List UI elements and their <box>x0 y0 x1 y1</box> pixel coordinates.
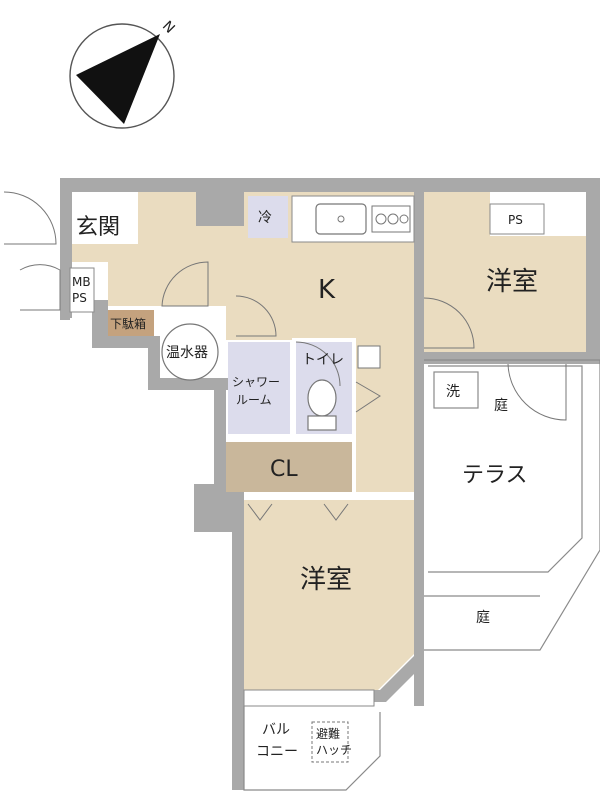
burner-icon <box>387 213 399 225</box>
wall-heater-bottom <box>148 378 228 390</box>
balcony-area <box>243 689 381 791</box>
wall-left-mid <box>214 378 226 490</box>
wall-left-mbps <box>60 240 70 320</box>
water-heater-icon <box>161 323 219 381</box>
compass-north-label: N <box>159 18 178 37</box>
mbps-box <box>69 267 95 313</box>
wall-heater-left <box>148 336 160 388</box>
wall-column-top <box>196 190 244 226</box>
kitchen-floor <box>72 192 414 492</box>
hatch-box <box>311 721 349 763</box>
garden-label-bottom: 庭 <box>476 609 490 626</box>
door-swing-icon <box>19 264 61 311</box>
balcony-rail <box>243 689 375 707</box>
mbps-label-top: MB <box>72 275 91 289</box>
genkan-floor <box>72 192 138 244</box>
door-swing-icon <box>355 381 381 413</box>
kitchen-label: K <box>318 275 336 305</box>
wall-right <box>586 178 600 356</box>
walls <box>60 178 600 790</box>
entrance-hall-floor <box>108 244 148 306</box>
water-heater-label: 温水器 <box>166 345 208 361</box>
ps-box <box>489 203 545 235</box>
terrace-area <box>424 359 600 651</box>
door-swing-icon <box>3 191 57 245</box>
hatch-label-line2: ハッチ <box>316 743 352 757</box>
genkan-label: 玄関 <box>76 215 120 240</box>
stove-icon <box>371 205 411 233</box>
western-room-1-floor <box>244 500 414 690</box>
sink-small-icon <box>357 345 381 369</box>
kitchen-counter <box>291 195 415 243</box>
western-room-2-label: 洋室 <box>486 267 538 297</box>
western-room-1-label: 洋室 <box>300 565 352 595</box>
balcony-label-line1: バル <box>262 722 290 738</box>
mbps-label-bottom: PS <box>72 291 87 305</box>
ps-label: PS <box>508 213 523 227</box>
closet-label: CL <box>270 457 298 482</box>
door-swing-icon <box>161 261 209 307</box>
balcony-label-line2: コニー <box>256 744 298 760</box>
terrace-label: テラス <box>462 463 528 488</box>
shower-label-line2: ルーム <box>236 393 272 407</box>
wall-getabako <box>92 300 108 340</box>
compass-needle-icon <box>76 34 160 124</box>
doors <box>3 191 567 521</box>
door-swing-icon <box>423 297 475 349</box>
door-swing-icon <box>235 295 277 337</box>
hatch-label-line1: 避難 <box>316 726 340 741</box>
getabako-label: 下駄箱 <box>110 316 146 331</box>
closet-floor <box>226 442 352 492</box>
door-swing-icon <box>295 341 341 387</box>
counter <box>291 195 415 243</box>
burner-icon <box>375 213 387 225</box>
garden-outline <box>424 359 600 651</box>
wall-left-lower <box>232 484 244 790</box>
floors <box>72 192 586 690</box>
burner-icon <box>399 214 409 224</box>
wall-getabako-base <box>92 336 150 348</box>
toilet-icon <box>307 379 337 431</box>
wall-right-room-bottom <box>414 352 600 364</box>
fridge-label: 冷 <box>258 210 272 226</box>
washer-box <box>433 371 479 409</box>
shower-floor <box>228 342 290 434</box>
closet-door-icon <box>323 503 349 521</box>
garden-label-top: 庭 <box>494 397 508 414</box>
closet-door-icon <box>247 503 273 521</box>
western-room-2-floor <box>424 192 586 352</box>
fridge-floor <box>248 196 288 238</box>
balcony-outline <box>243 706 381 791</box>
wall-top <box>60 178 590 192</box>
compass: N <box>69 18 178 129</box>
sink-icon <box>315 203 367 235</box>
toilet-label: トイレ <box>302 352 344 368</box>
door-swing-icon <box>507 363 567 421</box>
shower-label-line1: シャワー <box>232 375 280 389</box>
terrace-outline <box>428 365 583 573</box>
washer-label: 洗 <box>446 384 460 400</box>
wall-divider-v <box>414 190 424 706</box>
getabako-floor <box>108 310 154 336</box>
sink-drain-icon <box>337 215 345 223</box>
